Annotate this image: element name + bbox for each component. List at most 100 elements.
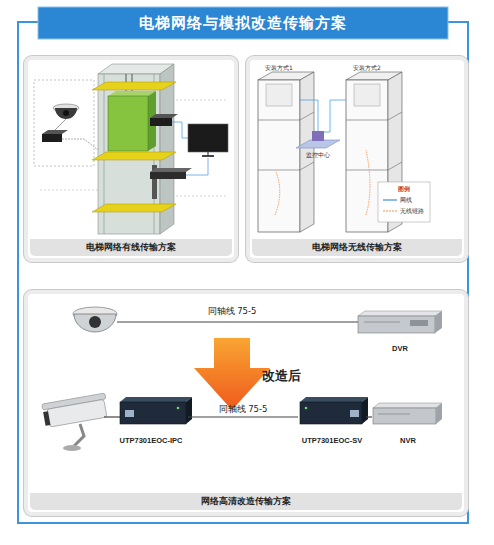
dvr-device: DVR <box>356 308 444 354</box>
device-label: UTP7301EOC-IPC <box>102 436 200 446</box>
scheme-panel: 电梯网络无线传输方案 <box>246 56 468 262</box>
legend-text: 无线链路 <box>400 207 424 215</box>
install-label: 安装方式2 <box>353 65 381 72</box>
status-led <box>177 407 180 410</box>
outer-frame <box>18 22 468 523</box>
cable-label: 同轴线 75-5 <box>208 307 257 316</box>
callout-dashed-box <box>34 80 94 166</box>
mount-base <box>63 445 81 451</box>
down-arrow <box>194 338 270 410</box>
beam <box>92 152 176 160</box>
control-desk <box>296 140 340 148</box>
coax-cable <box>188 416 298 417</box>
eoc-receiver: UTP7301EOC-SV <box>298 388 366 446</box>
nvr-slot <box>378 414 410 415</box>
wire <box>55 119 66 130</box>
shaft-top <box>98 64 174 74</box>
panel-caption: 电梯网络无线传输方案 <box>252 239 462 256</box>
eoc-top <box>300 397 368 402</box>
legend-sample <box>383 197 397 203</box>
rj45-port <box>350 410 359 417</box>
legend-sample <box>383 208 397 214</box>
panel-caption: 网络高清改造传输方案 <box>30 493 462 510</box>
network-wire <box>172 122 188 138</box>
legend-entry: 网线 <box>383 196 412 204</box>
rj45-port <box>125 410 134 417</box>
dome-camera-base <box>73 307 117 321</box>
dvr-front <box>358 316 435 333</box>
nvr-top <box>373 403 442 408</box>
car-top <box>108 91 156 96</box>
title-banner <box>38 7 448 39</box>
camera-lens <box>63 110 69 116</box>
nvr-side <box>436 403 442 424</box>
beam <box>92 82 176 90</box>
shaft-side <box>388 72 402 232</box>
device-label: DVR <box>344 344 456 354</box>
shaft-front <box>346 80 388 232</box>
monitor-stand <box>207 152 208 155</box>
network-wire <box>104 416 120 417</box>
monitor <box>188 124 228 152</box>
wireless-link <box>275 172 280 215</box>
legend-entry: 无线链路 <box>383 207 424 215</box>
car-side <box>148 91 156 151</box>
eoc-module <box>42 134 62 142</box>
retrofit-note: 改造后 <box>262 369 301 383</box>
coax-cable <box>117 321 358 322</box>
scheme-panel: 网络高清改造传输方案 DVR UTP7301EOC-IPC UTP7301EOC-SV… <box>24 290 468 516</box>
eoc-side <box>362 397 368 424</box>
floor-line <box>346 112 402 120</box>
elevator-car <box>266 84 292 106</box>
dvr-small <box>150 172 186 179</box>
coax-cable <box>366 416 372 417</box>
beam <box>92 204 176 212</box>
wireless-link <box>366 150 370 215</box>
legend-text: 网线 <box>400 196 412 204</box>
dome-camera <box>55 108 77 119</box>
network-wire <box>186 158 208 175</box>
elevator-car <box>108 96 148 151</box>
guide-rail <box>104 74 105 234</box>
center-label: 监控中心 <box>306 152 330 158</box>
dvr-top <box>358 311 442 316</box>
annotation-line <box>40 190 98 191</box>
shaft-front <box>98 74 160 234</box>
annotation-line <box>176 100 228 101</box>
diagram-title: 电梯网络与模拟改造传输方案 <box>38 7 448 39</box>
dvr-side <box>435 311 442 333</box>
eoc-module <box>120 402 186 424</box>
legend-line <box>383 210 397 211</box>
counterweight <box>152 165 157 199</box>
nvr-front <box>373 408 436 424</box>
dvr-panel <box>410 320 428 326</box>
device-label: NVR <box>360 436 456 446</box>
elevator-car <box>354 84 380 106</box>
camera-hood <box>42 393 106 410</box>
cable-label: 同轴线 75-5 <box>219 405 268 414</box>
eoc-module <box>150 118 172 126</box>
eoc-side <box>186 397 192 424</box>
nvr-device: NVR <box>372 388 444 446</box>
camera-lens <box>43 411 50 426</box>
network-wire <box>322 100 346 132</box>
floor-line <box>346 162 402 170</box>
camera-lens <box>89 316 101 328</box>
guide-rail <box>154 74 155 234</box>
legend-title: 图例 <box>398 186 410 193</box>
dome-camera <box>74 314 116 332</box>
shaft-top <box>258 72 314 80</box>
bullet-camera <box>47 399 107 427</box>
status-led <box>305 407 308 410</box>
monitor-base <box>202 155 214 157</box>
hoist-cable <box>126 74 127 96</box>
floor-line <box>258 112 314 120</box>
annotation-line <box>176 196 228 197</box>
eoc-top <box>120 397 192 402</box>
dome-camera-base <box>53 104 79 112</box>
legend-box <box>378 182 430 222</box>
network-wire <box>300 100 318 132</box>
dvr-top <box>150 168 192 172</box>
device-label: UTP7301EOC-SV <box>286 436 378 446</box>
camera-mount <box>74 424 84 446</box>
